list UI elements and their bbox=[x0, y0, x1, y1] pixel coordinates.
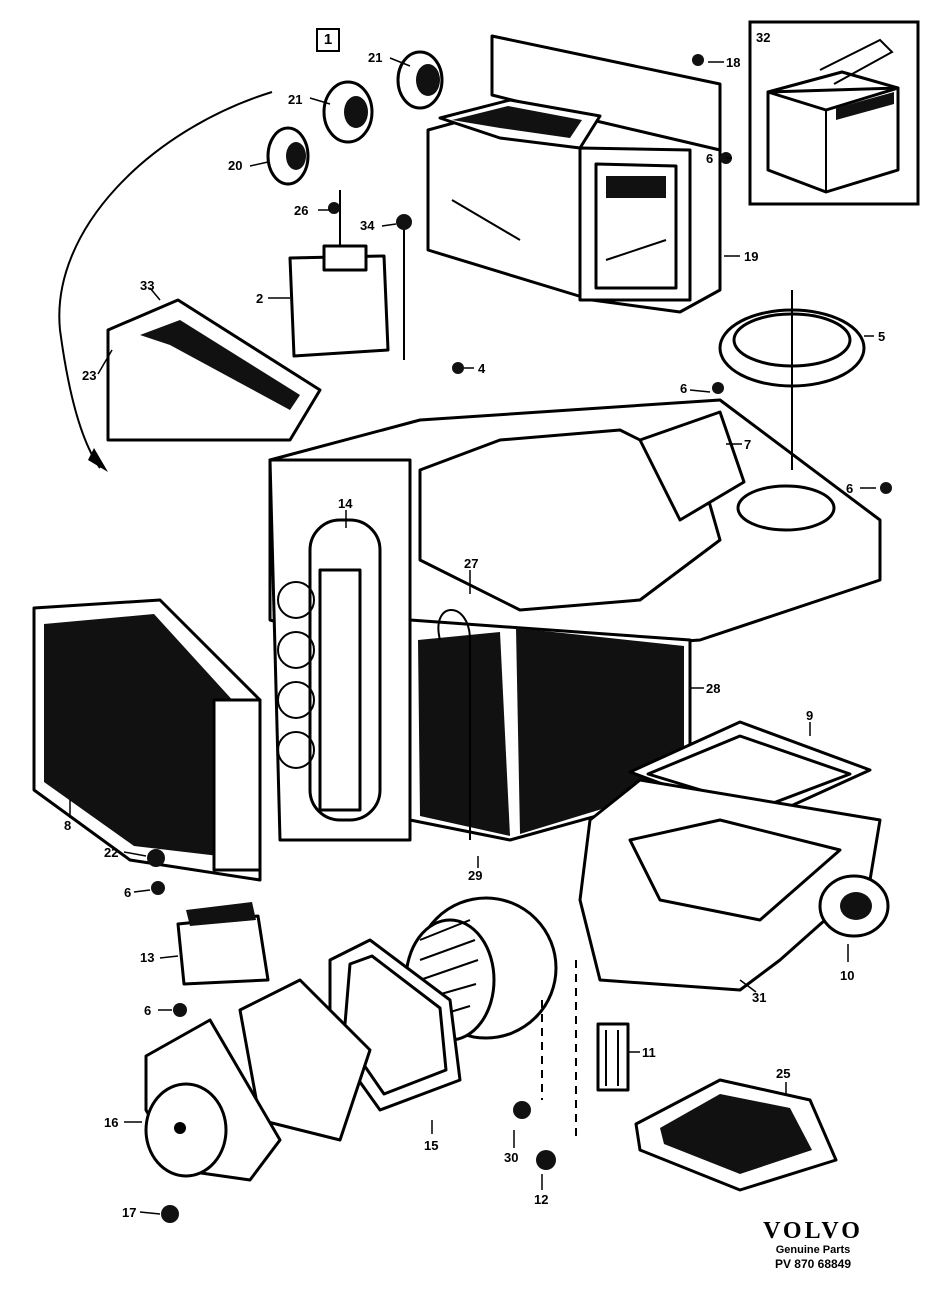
part-label-16: 16 bbox=[104, 1115, 118, 1130]
part-label-6: 6 bbox=[706, 151, 713, 166]
part-label-6: 6 bbox=[680, 381, 687, 396]
part-label-22: 22 bbox=[104, 845, 118, 860]
part-label-15: 15 bbox=[424, 1138, 438, 1153]
part-label-28: 28 bbox=[706, 681, 720, 696]
part-label-21: 21 bbox=[288, 92, 302, 107]
part-label-34: 34 bbox=[360, 218, 375, 233]
curved-arrow-head bbox=[88, 448, 108, 472]
screw-icons bbox=[147, 54, 892, 1223]
cover-9 bbox=[628, 720, 872, 822]
curved-arrow bbox=[58, 91, 273, 469]
part-label-25: 25 bbox=[776, 1066, 790, 1081]
tube-assembly-14 bbox=[277, 518, 382, 822]
volvo-branding: VOLVO Genuine Parts PV 870 68849 bbox=[758, 1218, 868, 1271]
brand-name: VOLVO bbox=[763, 1218, 863, 1244]
part-label-27: 27 bbox=[464, 556, 478, 571]
part-label-2: 2 bbox=[256, 291, 263, 306]
control-knob-21-lower bbox=[322, 80, 374, 144]
part-label-5: 5 bbox=[878, 329, 885, 344]
part-label-4: 4 bbox=[478, 361, 486, 376]
blower-motor-16 bbox=[144, 978, 372, 1182]
leader-lines bbox=[69, 57, 876, 1215]
part-label-18: 18 bbox=[726, 55, 740, 70]
wheel-10 bbox=[818, 874, 890, 938]
inset-label-32: 32 bbox=[756, 30, 770, 45]
control-unit-2 bbox=[288, 190, 405, 360]
upper-air-housing bbox=[426, 34, 722, 314]
pipe-27 bbox=[437, 609, 471, 840]
part-label-9: 9 bbox=[806, 708, 813, 723]
resistor-13 bbox=[176, 902, 270, 986]
control-knob-21-upper bbox=[396, 50, 444, 110]
evaporator-8 bbox=[32, 598, 262, 882]
lower-housing-31 bbox=[578, 778, 882, 992]
part-label-12: 12 bbox=[534, 1192, 548, 1207]
part-label-10: 10 bbox=[840, 968, 854, 983]
part-catalog-code: PV 870 68849 bbox=[774, 1257, 852, 1271]
part-label-8: 8 bbox=[64, 818, 71, 833]
part-label-29: 29 bbox=[468, 868, 482, 883]
part-label-14: 14 bbox=[338, 496, 353, 511]
part-label-33: 33 bbox=[140, 278, 154, 293]
part-label-23: 23 bbox=[82, 368, 96, 383]
part-label-17: 17 bbox=[122, 1205, 136, 1220]
part-label-6: 6 bbox=[846, 481, 853, 496]
part-label-11: 11 bbox=[642, 1045, 656, 1060]
part-label-21: 21 bbox=[368, 50, 382, 65]
control-knob-20 bbox=[266, 126, 310, 186]
part-label-6: 6 bbox=[144, 1003, 151, 1018]
part-label-31: 31 bbox=[752, 990, 766, 1005]
part-label-13: 13 bbox=[140, 950, 154, 965]
group-number-box: 1 bbox=[316, 28, 340, 52]
air-duct-33 bbox=[106, 298, 322, 442]
part-label-26: 26 bbox=[294, 203, 308, 218]
filter-25 bbox=[634, 1078, 838, 1192]
seal-ring-5 bbox=[718, 290, 866, 470]
inset-module bbox=[766, 38, 900, 194]
part-label-30: 30 bbox=[504, 1150, 518, 1165]
part-label-6: 6 bbox=[124, 885, 131, 900]
part-label-19: 19 bbox=[744, 249, 758, 264]
part-label-7: 7 bbox=[744, 437, 751, 452]
connector-11 bbox=[596, 1022, 630, 1092]
part-label-20: 20 bbox=[228, 158, 242, 173]
brand-subtitle: Genuine Parts bbox=[775, 1244, 851, 1256]
